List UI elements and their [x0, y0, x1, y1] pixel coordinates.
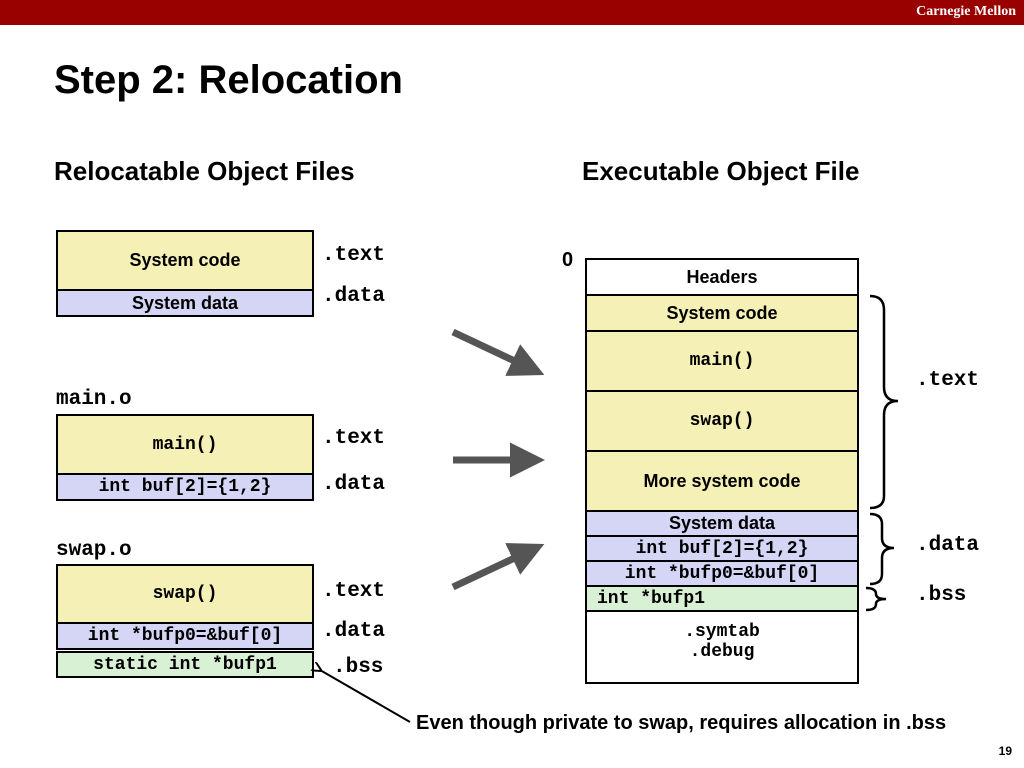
- exe-system-data-box: System data: [585, 510, 859, 537]
- arrow-swap: [451, 543, 545, 591]
- arrow-system: [451, 328, 545, 376]
- main-data-label: .data: [322, 473, 386, 496]
- swap-bss-box: static int *bufp1: [56, 651, 314, 678]
- exe-main-box: main(): [585, 330, 859, 392]
- address-zero-label: 0: [562, 249, 574, 271]
- exe-headers-box: Headers: [585, 258, 859, 296]
- main-data-box: int buf[2]={1,2}: [56, 473, 314, 501]
- main-text-label: .text: [322, 427, 386, 450]
- exe-bufp0-box: int *bufp0=&buf[0]: [585, 560, 859, 587]
- right-heading: Executable Object File: [582, 156, 860, 186]
- exe-data-label: .data: [916, 534, 980, 557]
- main-o-name: main.o: [56, 388, 132, 411]
- exe-bss-label: .bss: [916, 584, 967, 607]
- page-number: 19: [998, 744, 1012, 758]
- exe-text-label: .text: [916, 369, 980, 392]
- system-data-label: .data: [322, 285, 386, 308]
- main-func-box: main(): [56, 414, 314, 475]
- brand-label: Carnegie Mellon: [916, 4, 1016, 19]
- swap-bss-label: .bss: [333, 656, 384, 679]
- brace-data: [869, 512, 895, 586]
- bss-note: Even though private to swap, requires al…: [416, 712, 947, 734]
- exe-bufp1-box: int *bufp1: [585, 585, 859, 612]
- exe-symtab-debug-box: .symtab .debug: [585, 610, 859, 684]
- left-heading: Relocatable Object Files: [54, 156, 355, 186]
- swap-text-label: .text: [322, 580, 386, 603]
- swap-data-label: .data: [322, 620, 386, 643]
- exe-more-code-box: More system code: [585, 450, 859, 512]
- note-pointer-arrow: [320, 670, 411, 723]
- exe-debug-label: .debug: [689, 642, 755, 662]
- slide-title: Step 2: Relocation: [54, 58, 403, 102]
- exe-system-code-box: System code: [585, 294, 859, 332]
- swap-func-box: swap(): [56, 564, 314, 624]
- system-text-label: .text: [322, 244, 386, 267]
- swap-data-box: int *bufp0=&buf[0]: [56, 622, 314, 650]
- exe-symtab-label: .symtab: [684, 622, 760, 642]
- brace-bss: [865, 586, 887, 612]
- exe-swap-box: swap(): [585, 390, 859, 452]
- top-bar: Carnegie Mellon: [0, 0, 1024, 25]
- system-data-box: System data: [56, 289, 314, 317]
- swap-o-name: swap.o: [56, 539, 132, 562]
- brace-text: [869, 294, 899, 510]
